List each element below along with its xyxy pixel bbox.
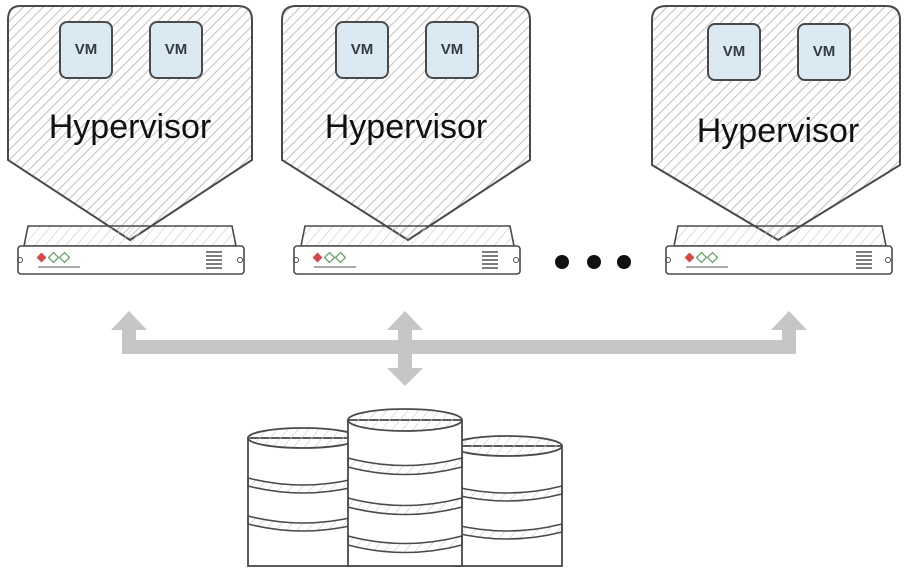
vm-label: VM <box>722 43 746 60</box>
ellipsis-dots <box>555 255 631 269</box>
storage-cluster <box>247 408 563 567</box>
server-unit <box>665 225 893 275</box>
vm-label: VM <box>350 41 374 58</box>
vm-box <box>425 21 479 79</box>
vm-label: VM <box>440 41 464 58</box>
vm-box <box>707 23 761 81</box>
vm-box <box>797 23 851 81</box>
hypervisor-label: Hypervisor <box>696 112 860 150</box>
host-3 <box>651 5 901 275</box>
storage-connector-arrows <box>111 311 807 386</box>
vm-label: VM <box>164 41 188 58</box>
vm-box <box>149 21 203 79</box>
vm-label: VM <box>812 43 836 60</box>
server-unit <box>17 225 245 275</box>
vm-label: VM <box>74 41 98 58</box>
storage-disk-stack-left <box>247 427 359 567</box>
server-unit <box>293 225 521 275</box>
host-1 <box>7 5 253 275</box>
storage-disk-stack-middle <box>347 408 463 567</box>
hypervisor-label: Hypervisor <box>48 108 212 146</box>
vm-box <box>335 21 389 79</box>
storage-disk-stack-right <box>451 435 563 567</box>
host-2 <box>281 5 531 275</box>
vm-box <box>59 21 113 79</box>
hypervisor-label: Hypervisor <box>324 108 488 146</box>
